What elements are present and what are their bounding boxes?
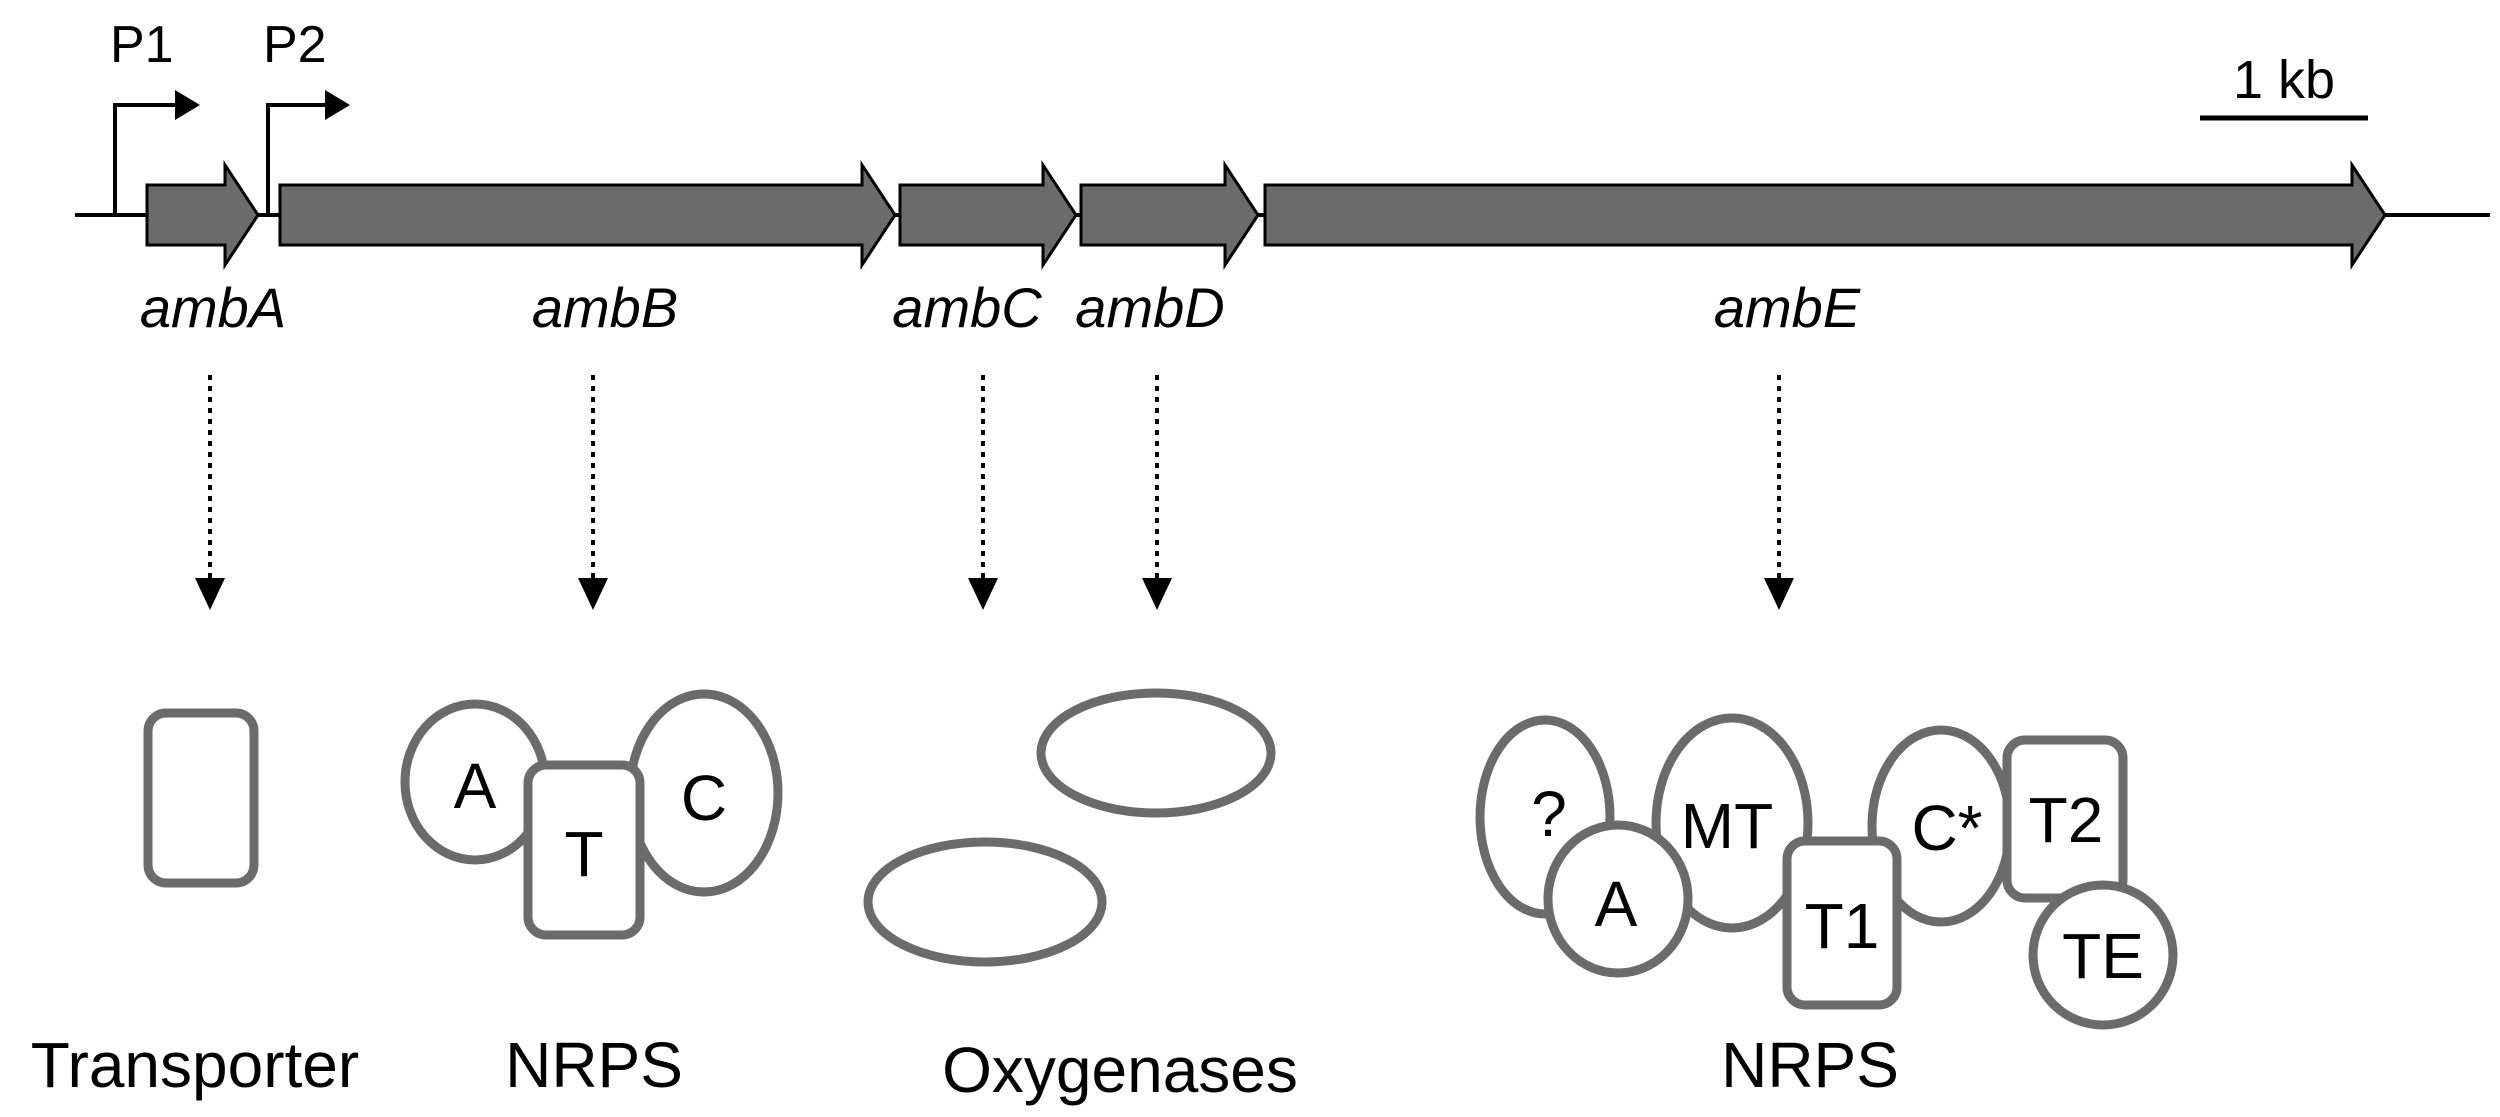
gene-label-ambA: ambA: [140, 276, 286, 339]
arrow-ambA: [195, 375, 225, 610]
scale-bar: 1 kb: [2200, 50, 2368, 121]
gene-arrow-ambC: [898, 160, 1078, 270]
domain-mt-e: [1651, 713, 1813, 933]
gene-arrow-ambA: [145, 160, 260, 270]
domain-te-e: [2028, 880, 2178, 1030]
promoter-p1-label: P1: [110, 16, 174, 74]
domain-a-e: [1543, 820, 1693, 978]
domain-t1-e: [1782, 836, 1902, 1010]
arrow-ambE: [1764, 375, 1794, 610]
domain-t-b: [523, 760, 645, 940]
promoter-p2-label: P2: [263, 16, 327, 74]
category-nrps-ambB: NRPS: [505, 1029, 683, 1101]
category-oxygenases: Oxygenases: [942, 1034, 1298, 1106]
promoter-p2: P2: [263, 16, 350, 215]
gene-label-ambE: ambE: [1714, 276, 1861, 339]
promoter-p1: P1: [110, 16, 200, 215]
domain-t2-e-label: T2: [2029, 784, 2104, 856]
arrow-ambB: [578, 375, 608, 610]
domain-t1-e-label: T1: [1805, 890, 1880, 962]
gene-arrow-ambB: [278, 160, 897, 270]
domain-t-b-label: T: [564, 818, 603, 890]
ambB-nrps-complex: A T C: [400, 689, 783, 940]
category-transporter: Transporter: [31, 1029, 359, 1101]
domain-te-e-label: TE: [2062, 920, 2144, 992]
domain-c-b-label: C: [681, 762, 727, 834]
domain-a-e-label: A: [1595, 868, 1638, 940]
category-nrps-ambE: NRPS: [1721, 1029, 1899, 1101]
scale-bar-label: 1 kb: [2233, 50, 2335, 110]
domain-c-star-e-label: C*: [1911, 792, 1982, 864]
gene-arrow-ambE: [1263, 160, 2387, 270]
gene-arrow-ambD: [1079, 160, 1260, 270]
gene-label-ambB: ambB: [532, 276, 678, 339]
domain-unknown-e-label: ?: [1531, 778, 1567, 850]
domain-mt-e-label: MT: [1681, 790, 1773, 862]
ambE-nrps-complex: ? A MT T1 C* T2 TE: [1475, 713, 2178, 1030]
arrow-ambD: [1142, 375, 1172, 610]
gene-label-ambD: ambD: [1075, 276, 1224, 339]
arrow-ambC: [968, 375, 998, 610]
gene-label-ambC: ambC: [892, 276, 1042, 339]
oxygenase-ellipse-2: [863, 837, 1107, 967]
domain-a-b-label: A: [454, 750, 497, 822]
oxygenase-ellipse-1: [1036, 688, 1276, 818]
transporter-shape: [143, 708, 259, 888]
